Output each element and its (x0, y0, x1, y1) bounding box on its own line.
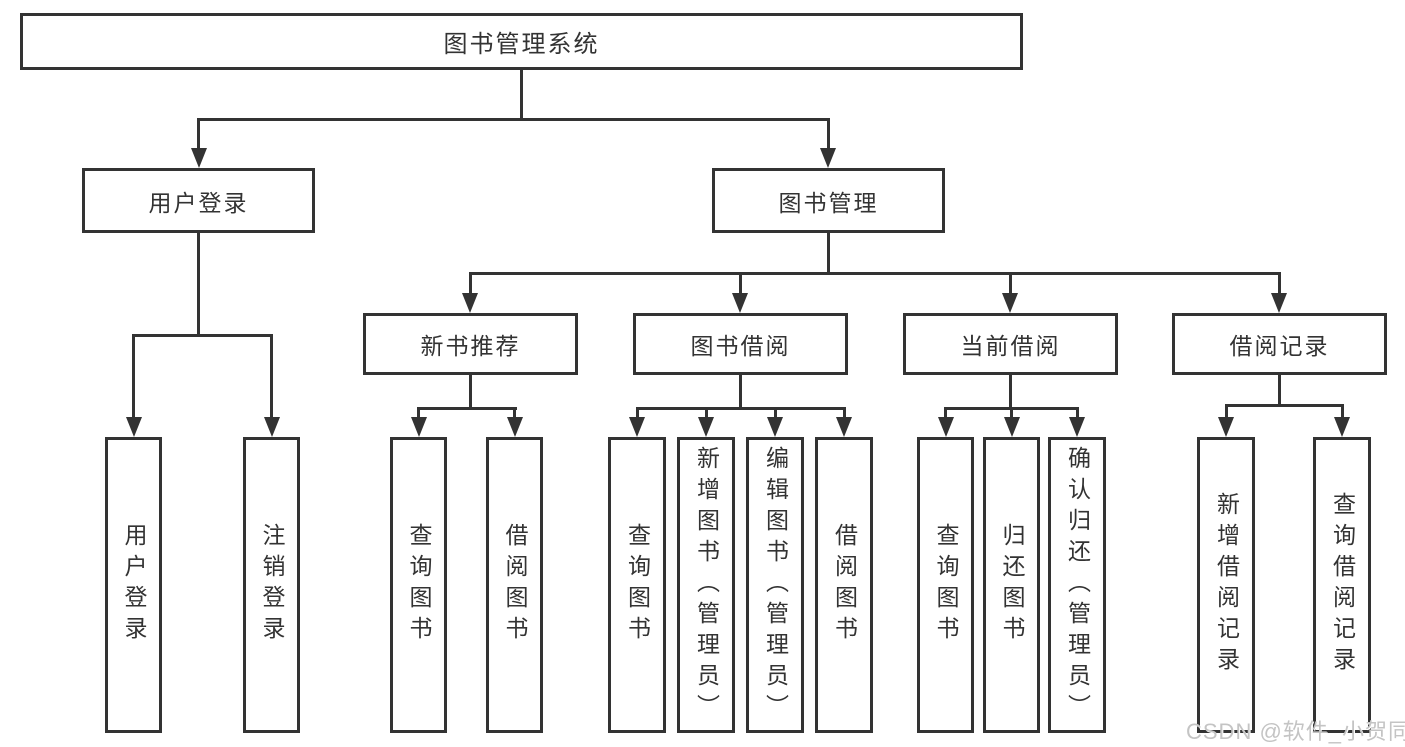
arrow-down-icon (507, 417, 523, 437)
arrow-down-icon (732, 293, 748, 313)
leaf-add-book-admin: 新增图书（管理员） (677, 437, 735, 733)
arrow-down-icon (836, 417, 852, 437)
leaf-user-login-label: 用户登录 (121, 523, 147, 647)
arrow-down-icon (1334, 417, 1350, 437)
connector-line (1076, 407, 1079, 419)
arrow-down-icon (1002, 293, 1018, 313)
arrow-down-icon (938, 417, 954, 437)
connector-line (1009, 272, 1012, 295)
leaf-logout: 注销登录 (243, 437, 300, 733)
node-book-management-label: 图书管理 (778, 189, 879, 216)
arrow-down-icon (264, 417, 280, 437)
leaf-logout-label: 注销登录 (259, 523, 285, 647)
arrow-down-icon (1004, 417, 1020, 437)
leaf-query-borrow-record: 查询借阅记录 (1313, 437, 1371, 733)
connector-line (520, 70, 523, 120)
leaf-add-book-admin-label: 新增图书（管理员） (693, 445, 720, 725)
node-borrowing-records-label: 借阅记录 (1229, 333, 1330, 359)
arrow-down-icon (1218, 417, 1234, 437)
arrow-down-icon (1069, 417, 1085, 437)
connector-line (827, 233, 830, 275)
leaf-user-login: 用户登录 (105, 437, 162, 733)
node-root: 图书管理系统 (20, 13, 1023, 70)
arrow-down-icon (767, 417, 783, 437)
node-new-book-recommend-label: 新书推荐 (420, 333, 521, 359)
leaf-borrow-books-2: 借阅图书 (815, 437, 873, 733)
node-book-borrowing: 图书借阅 (633, 313, 848, 375)
leaf-query-books-2-label: 查询图书 (624, 523, 651, 647)
leaf-borrow-books-1-label: 借阅图书 (502, 523, 528, 647)
node-book-management: 图书管理 (712, 168, 945, 233)
arrow-down-icon (629, 417, 645, 437)
connector-line (739, 375, 742, 410)
connector-line (636, 407, 846, 410)
leaf-borrow-books-1: 借阅图书 (486, 437, 543, 733)
leaf-edit-book-admin-label: 编辑图书（管理员） (762, 445, 789, 725)
connector-line (513, 407, 516, 419)
leaf-query-books-1-label: 查询图书 (406, 523, 432, 647)
leaf-query-books-3-label: 查询图书 (933, 523, 959, 647)
connector-line (739, 272, 742, 295)
leaf-query-books-3: 查询图书 (917, 437, 974, 733)
connector-line (270, 334, 273, 419)
connector-line (1009, 375, 1012, 410)
arrow-down-icon (698, 417, 714, 437)
connector-line (1278, 272, 1281, 295)
connector-line (774, 407, 777, 419)
connector-line (197, 118, 200, 150)
leaf-confirm-return-admin-label: 确认归还（管理员） (1064, 445, 1091, 725)
leaf-return-books: 归还图书 (983, 437, 1040, 733)
leaf-add-borrow-record: 新增借阅记录 (1197, 437, 1255, 733)
connector-line (132, 334, 135, 419)
node-borrowing-records: 借阅记录 (1172, 313, 1387, 375)
node-root-label: 图书管理系统 (443, 31, 600, 58)
connector-line (1010, 407, 1013, 419)
node-user-login-label: 用户登录 (148, 189, 249, 216)
connector-line (1341, 404, 1344, 419)
connector-line (469, 272, 472, 295)
node-current-borrowing-label: 当前借阅 (960, 333, 1061, 359)
node-user-login: 用户登录 (82, 168, 315, 233)
connector-line (197, 233, 200, 336)
leaf-query-borrow-record-label: 查询借阅记录 (1329, 492, 1356, 678)
leaf-add-borrow-record-label: 新增借阅记录 (1213, 492, 1240, 678)
connector-line (705, 407, 708, 419)
connector-line (1278, 375, 1281, 407)
connector-line (1225, 404, 1228, 419)
arrow-down-icon (462, 293, 478, 313)
arrow-down-icon (1271, 293, 1287, 313)
arrow-down-icon (411, 417, 427, 437)
leaf-query-books-2: 查询图书 (608, 437, 666, 733)
connector-line (827, 118, 830, 150)
connector-line (636, 407, 639, 419)
leaf-confirm-return-admin: 确认归还（管理员） (1048, 437, 1106, 733)
connector-line (417, 407, 517, 410)
connector-line (1225, 404, 1344, 407)
node-new-book-recommend: 新书推荐 (363, 313, 578, 375)
connector-line (469, 272, 1281, 275)
connector-line (132, 334, 273, 337)
connector-line (198, 118, 830, 121)
connector-line (843, 407, 846, 419)
leaf-borrow-books-2-label: 借阅图书 (831, 523, 858, 647)
leaf-edit-book-admin: 编辑图书（管理员） (746, 437, 804, 733)
connector-line (469, 375, 472, 410)
arrow-down-icon (820, 148, 836, 168)
leaf-query-books-1: 查询图书 (390, 437, 447, 733)
node-current-borrowing: 当前借阅 (903, 313, 1118, 375)
node-book-borrowing-label: 图书借阅 (690, 333, 791, 359)
arrow-down-icon (126, 417, 142, 437)
leaf-return-books-label: 归还图书 (999, 523, 1025, 647)
csdn-watermark: CSDN @软件_小贺同学 (1186, 719, 1405, 744)
connector-line (944, 407, 947, 419)
arrow-down-icon (191, 148, 207, 168)
connector-line (417, 407, 420, 419)
